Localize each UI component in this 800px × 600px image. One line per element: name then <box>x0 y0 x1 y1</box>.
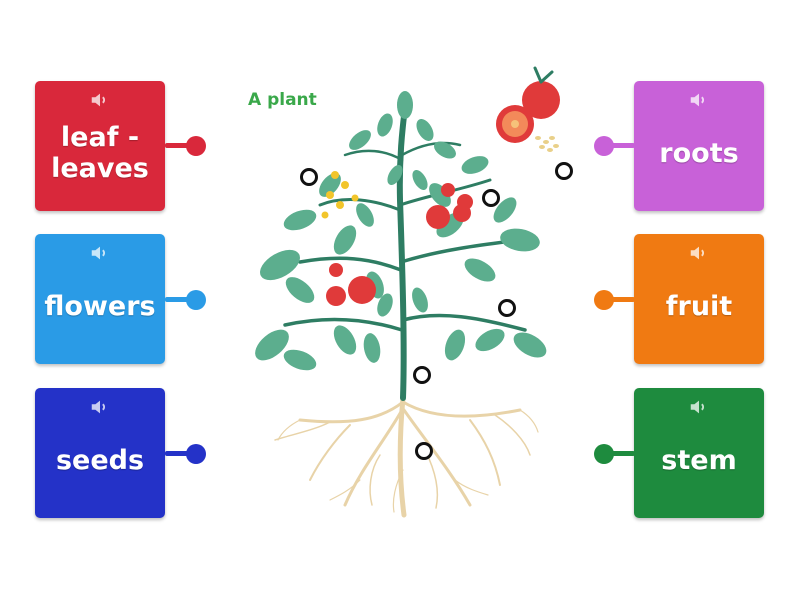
speaker-icon[interactable] <box>688 242 710 264</box>
speaker-icon[interactable] <box>89 396 111 418</box>
connector-line-roots <box>609 143 635 148</box>
tomato-cross-section-drawing <box>496 66 560 152</box>
plant-roots-drawing <box>274 395 539 518</box>
speaker-icon[interactable] <box>688 89 710 111</box>
connector-dot-leaf[interactable] <box>186 136 206 156</box>
target-flowers[interactable] <box>498 299 516 317</box>
plant-stem-drawing <box>283 97 527 401</box>
target-roots[interactable] <box>415 442 433 460</box>
speaker-icon[interactable] <box>688 396 710 418</box>
connector-dot-seeds[interactable] <box>186 444 206 464</box>
label-text-roots: roots <box>659 137 739 169</box>
connector-line-flowers <box>165 297 191 302</box>
label-text-flowers: flowers <box>44 290 156 322</box>
plant-leaves-drawing <box>255 91 547 371</box>
plant-flowers-drawing <box>321 171 359 219</box>
label-card-flowers[interactable]: flowers <box>35 234 165 364</box>
target-stem[interactable] <box>413 366 431 384</box>
speaker-icon[interactable] <box>89 89 111 111</box>
connector-line-fruit <box>609 297 635 302</box>
label-text-seeds: seeds <box>55 444 145 476</box>
connector-dot-fruit[interactable] <box>594 290 614 310</box>
label-text-leaf: leaf - leaves <box>51 122 149 184</box>
connector-dot-roots[interactable] <box>594 136 614 156</box>
label-card-stem[interactable]: stem <box>634 388 764 518</box>
label-text-stem: stem <box>661 444 737 476</box>
connector-dot-stem[interactable] <box>594 444 614 464</box>
connector-line-seeds <box>165 451 191 456</box>
connector-dot-flowers[interactable] <box>186 290 206 310</box>
connector-line-stem <box>609 451 635 456</box>
target-fruit[interactable] <box>482 189 500 207</box>
connector-line-leaf <box>165 143 191 148</box>
target-leaf[interactable] <box>300 168 318 186</box>
label-card-leaf[interactable]: leaf - leaves <box>35 81 165 211</box>
label-card-roots[interactable]: roots <box>634 81 764 211</box>
label-card-fruit[interactable]: fruit <box>634 234 764 364</box>
target-seeds[interactable] <box>555 162 573 180</box>
diagram-title: A plant <box>248 90 317 110</box>
speaker-icon[interactable] <box>89 242 111 264</box>
label-text-fruit: fruit <box>665 290 733 322</box>
plant-fruit-drawing <box>326 183 473 306</box>
label-card-seeds[interactable]: seeds <box>35 388 165 518</box>
